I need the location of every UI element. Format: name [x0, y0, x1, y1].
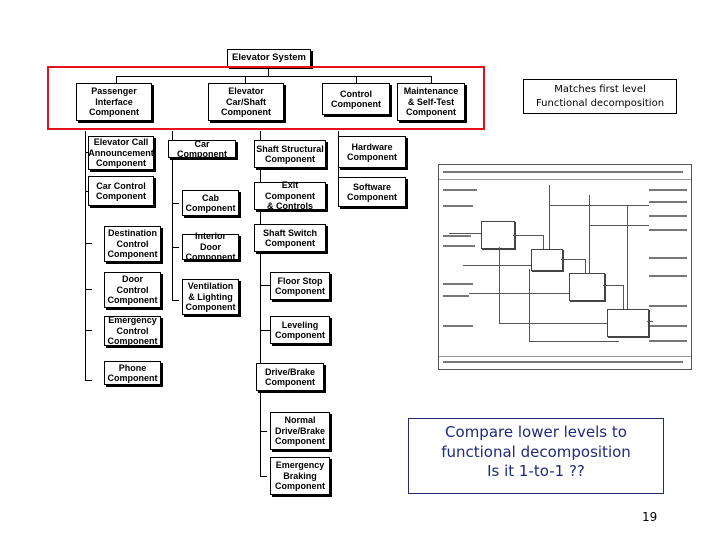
maintenance-self-test-component: Maintenance & Self-Test Component: [397, 83, 465, 121]
connector: [268, 68, 269, 77]
callout-compare-lower-levels: Compare lower levels to functional decom…: [408, 418, 664, 494]
destination-control-component: Destination Control Component: [104, 226, 161, 262]
door-control-component: Door Control Component: [104, 272, 161, 308]
root-elevator-system: Elevator System: [227, 49, 311, 67]
first-level-highlight-frame: [47, 66, 485, 130]
passenger-interface-component: Passenger Interface Component: [76, 83, 152, 121]
connector: [172, 247, 179, 248]
connector: [245, 76, 246, 84]
connector: [356, 76, 357, 84]
connector: [85, 131, 86, 381]
shaft-structural-component: Shaft Structural Component: [254, 140, 326, 168]
connector: [260, 431, 267, 432]
car-control-component: Car Control Component: [88, 176, 154, 206]
connector: [116, 76, 117, 84]
idef-block-accept-requests: [481, 221, 515, 249]
elevator-car-shaft-component: Elevator Car/Shaft Component: [208, 83, 284, 121]
control-component: Control Component: [322, 83, 390, 115]
emergency-control-component: Emergency Control Component: [104, 315, 161, 346]
connector: [172, 131, 173, 301]
callout-matches-first-level: Matches first level Functional decomposi…: [523, 79, 677, 114]
connector: [116, 76, 432, 77]
ventilation-lighting-component: Ventilation & Lighting Component: [182, 279, 239, 315]
connector: [85, 330, 92, 331]
connector: [260, 131, 261, 476]
software-component: Software Component: [338, 177, 406, 207]
hardware-component: Hardware Component: [338, 136, 406, 168]
connector: [85, 380, 92, 381]
drive-brake-component: Drive/Brake Component: [256, 363, 324, 391]
idef-block-move-passengers: [569, 273, 605, 301]
car-component: Car Component: [168, 139, 236, 159]
shaft-switch-component: Shaft Switch Component: [254, 224, 326, 252]
connector: [260, 476, 267, 477]
emergency-braking-component: Emergency Braking Component: [270, 457, 330, 495]
connector: [172, 203, 179, 204]
connector: [260, 285, 272, 286]
normal-drive-brake-component: Normal Drive/Brake Component: [270, 412, 330, 450]
connector: [431, 76, 432, 84]
connector: [260, 330, 272, 331]
exit-component-controls: Exit Component & Controls: [254, 180, 326, 211]
idef-block-enable-maintenance: [607, 309, 649, 337]
interior-door-component: Interior Door Component: [182, 231, 239, 262]
connector: [85, 289, 92, 290]
functional-decomposition-diagram: [438, 164, 692, 370]
phone-component: Phone Component: [104, 361, 161, 385]
connector: [85, 243, 92, 244]
elevator-call-announcement-component: Elevator Call Announcement Component: [88, 136, 154, 170]
cab-component: Cab Component: [182, 190, 239, 216]
connector: [172, 300, 179, 301]
leveling-component: Leveling Component: [270, 316, 330, 344]
idef-block-control-cars: [531, 249, 563, 271]
page-number: 19: [642, 510, 658, 524]
floor-stop-component: Floor Stop Component: [270, 272, 330, 300]
